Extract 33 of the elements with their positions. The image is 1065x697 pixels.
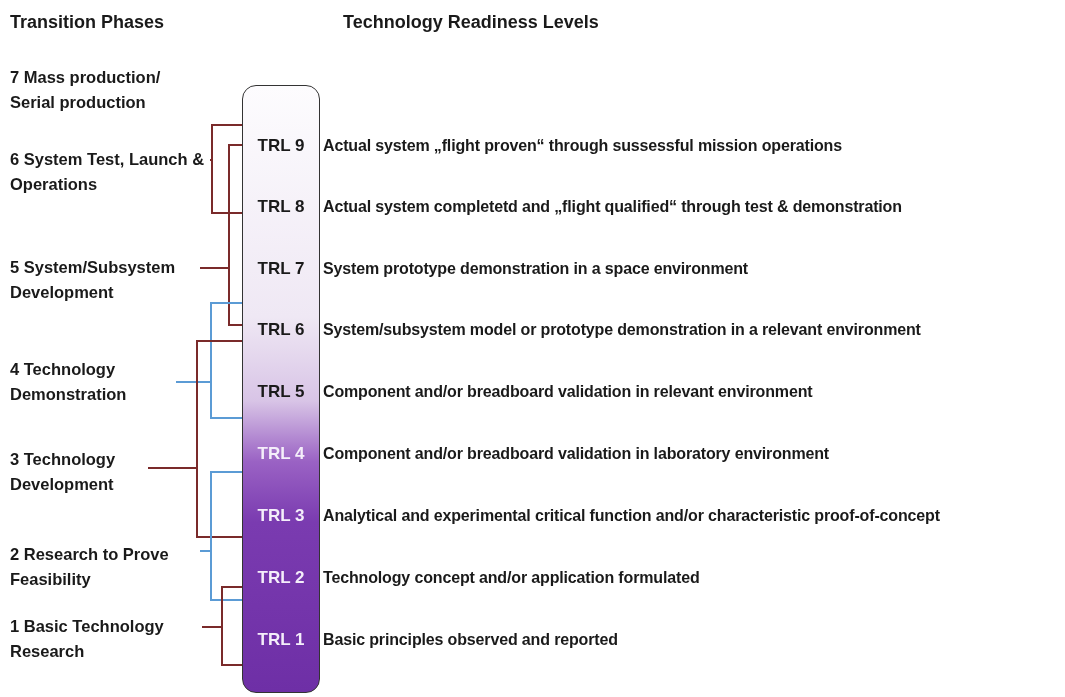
phase-label: 6 System Test, Launch & Operations <box>10 147 210 197</box>
level-label: TRL 1 <box>257 630 305 650</box>
level-description: Component and/or breadboard validation in relevant environment <box>323 383 813 401</box>
level-label: TRL 7 <box>257 259 305 279</box>
level-description: Technology concept and/or application formulated <box>323 569 700 587</box>
level-description: Actual system „flight proven“ through sussessful mission operations <box>323 137 842 155</box>
level-label: TRL 9 <box>257 136 305 156</box>
level-description: Component and/or breadboard validation in laboratory environment <box>323 445 829 463</box>
phase-label: 1 Basic Technology Research <box>10 614 202 664</box>
phase-label: 5 System/Subsystem Development <box>10 255 200 305</box>
phase-label: 3 Technology Development <box>10 447 148 497</box>
level-description: System prototype demonstration in a space environment <box>323 260 749 278</box>
bracket-line <box>209 124 244 161</box>
bracket-line <box>175 381 244 419</box>
level-label: TRL 4 <box>257 444 305 464</box>
phase-label: 2 Research to Prove Feasibility <box>10 542 200 592</box>
bracket-line <box>201 626 244 666</box>
level-label: TRL 8 <box>257 197 305 217</box>
phase-label: 4 Technology Demonstration <box>10 357 176 407</box>
phase-label: 7 Mass production/ Serial production <box>10 65 190 115</box>
bracket-line <box>199 267 244 326</box>
level-description: Basic principles observed and reported <box>323 631 618 649</box>
level-label: TRL 3 <box>257 506 305 526</box>
level-label: TRL 5 <box>257 382 305 402</box>
column-heading: Transition Phases <box>10 12 165 33</box>
level-description: Analytical and experimental critical function and/or characteristic proof-of-concept <box>323 507 940 525</box>
level-description: System/subsystem model or prototype demonstration in a relevant environment <box>323 321 921 339</box>
bracket-line <box>209 159 244 214</box>
level-label: TRL 6 <box>257 320 305 340</box>
bracket-line <box>147 467 244 538</box>
level-description: Actual system completetd and „flight qualified“ through test & demonstration <box>323 198 902 216</box>
column-heading: Technology Readiness Levels <box>343 12 599 33</box>
level-label: TRL 2 <box>257 568 305 588</box>
